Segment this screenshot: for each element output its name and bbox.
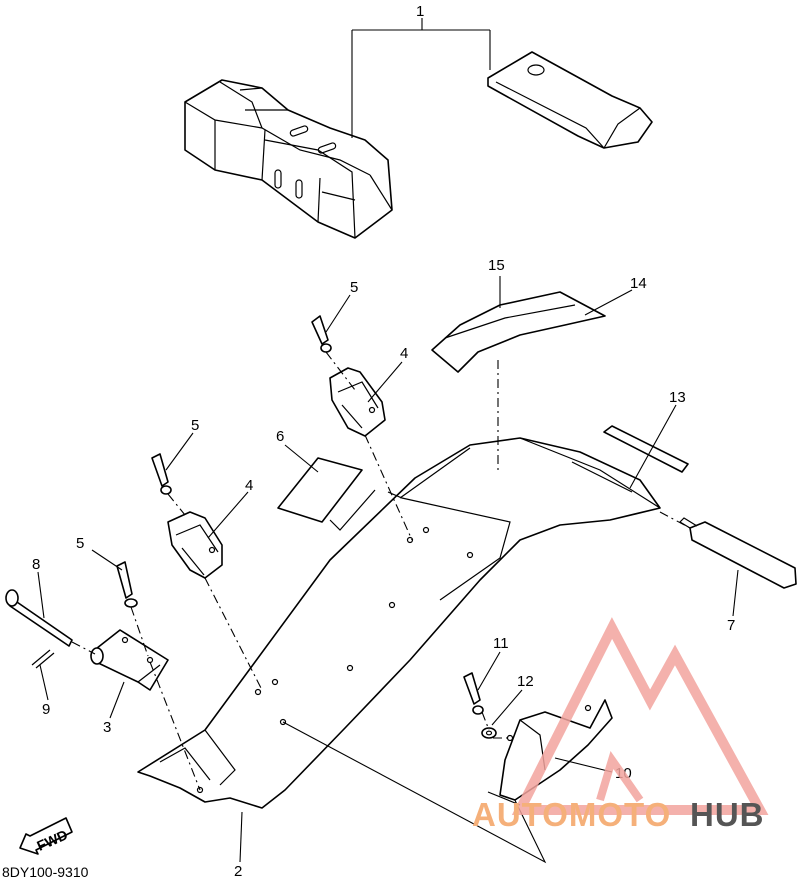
cotter-pin [31, 649, 55, 669]
leader-lines [37, 18, 739, 863]
diagram-code: 8DY100-9310 [2, 864, 89, 880]
screw-11 [463, 672, 484, 715]
fwd-arrow-icon: FWD [19, 817, 73, 855]
long-bolt [5, 589, 73, 647]
assembly-lines [71, 351, 691, 791]
washer-12 [481, 727, 497, 739]
hinge-bracket [90, 629, 169, 691]
screw-middle [151, 453, 172, 495]
rear-fender-tray [137, 437, 661, 809]
rubber-pad [277, 457, 376, 531]
callout-12: 12 [517, 673, 534, 690]
clip-upper [329, 367, 386, 437]
callout-9: 9 [42, 701, 50, 718]
callout-numbers: 1 2 3 4 4 5 5 5 6 7 8 9 10 11 12 13 14 1… [32, 3, 735, 880]
callout-15: 15 [488, 257, 505, 274]
screw-upper [311, 315, 332, 353]
callout-4b: 4 [245, 477, 253, 494]
case-cover [487, 51, 653, 149]
clip-lower [167, 511, 223, 579]
callout-4a: 4 [400, 345, 408, 362]
watermark-text-left: AUTOMOTO [472, 796, 671, 833]
wire-hook [679, 517, 797, 589]
seal-strip [603, 425, 689, 473]
callout-6: 6 [276, 428, 284, 445]
callout-5c: 5 [76, 535, 84, 552]
tape-strip [431, 291, 606, 373]
callout-13: 13 [669, 389, 686, 406]
callout-7: 7 [727, 617, 735, 634]
callout-1: 1 [416, 3, 424, 20]
callout-3: 3 [103, 719, 111, 736]
callout-5a: 5 [350, 279, 358, 296]
callout-11: 11 [493, 635, 509, 652]
watermark-text-right: HUB [690, 796, 765, 833]
callout-5b: 5 [191, 417, 199, 434]
watermark-logo-icon [511, 617, 769, 815]
storage-case [184, 79, 393, 239]
callout-2: 2 [234, 863, 242, 880]
automotohub-watermark: AUTOMOTO HUB [472, 617, 769, 833]
callout-14: 14 [630, 275, 647, 292]
callout-8: 8 [32, 556, 40, 573]
